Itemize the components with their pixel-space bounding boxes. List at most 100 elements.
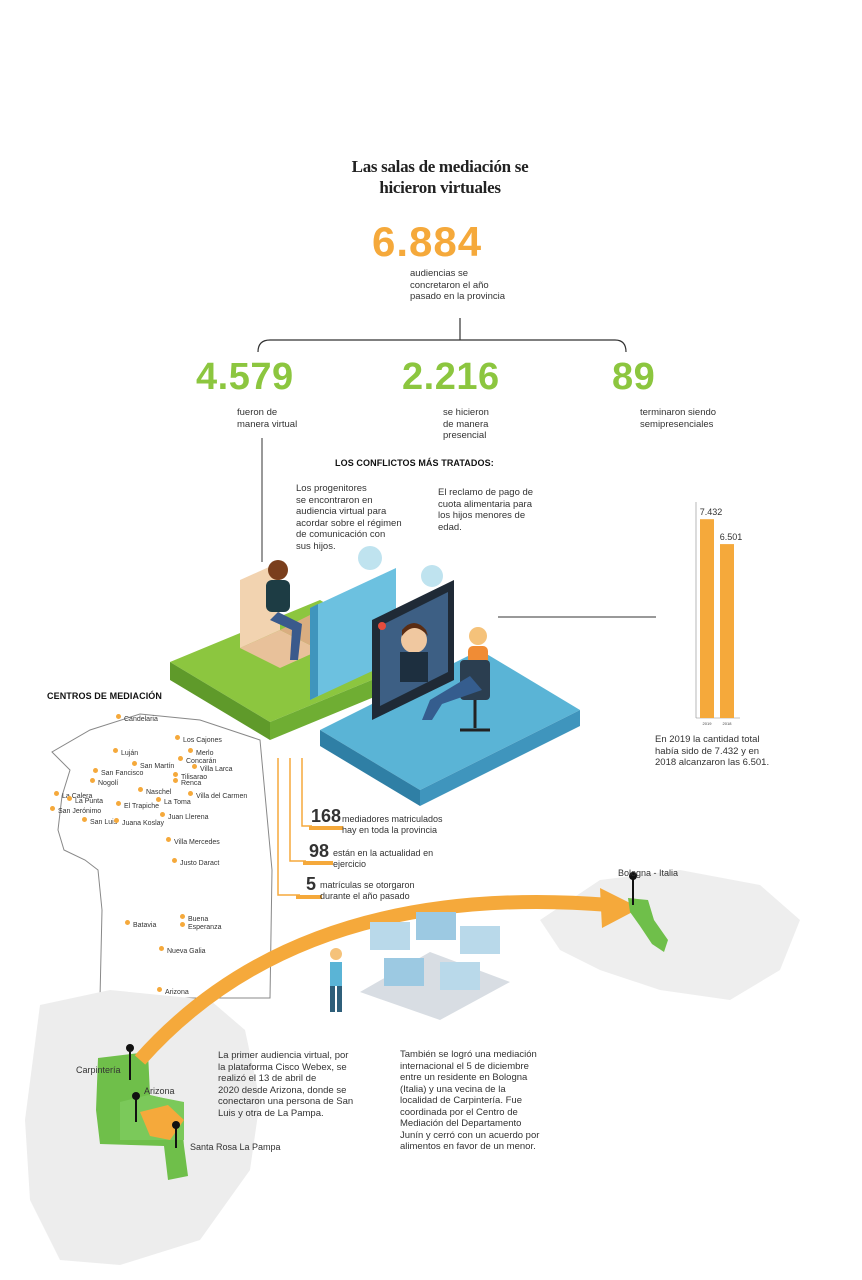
mediators-5-text: matrículas se otorgaron durante el año p…: [320, 880, 415, 901]
caption-line: presencial: [443, 430, 487, 441]
total-caption: audiencias se concretaron el año pasado …: [410, 268, 505, 303]
chart-caption-line: había sido de 7.432 y en: [655, 745, 760, 757]
map-pin-icon: [82, 817, 87, 822]
map-pin-icon: [172, 858, 177, 863]
conflict-line: de comunicación con: [296, 529, 386, 540]
place-justo-daract: Justo Daract: [180, 860, 220, 867]
santa-rosa-label: Santa Rosa La Pampa: [190, 1142, 281, 1152]
note-line: Luis y otra de La Pampa.: [218, 1107, 324, 1119]
map-pin-icon: [178, 756, 183, 761]
conflict-1-text: Los progenitores se encontraron en audie…: [296, 483, 402, 552]
conflicts-heading: LOS CONFLICTOS MÁS TRATADOS:: [335, 458, 494, 468]
note-line: 2020 desde Arizona, donde se: [218, 1084, 347, 1096]
place-esperanza: Esperanza: [188, 924, 222, 931]
note-line: entre un residente en Bologna: [400, 1072, 528, 1083]
map-pin-icon: [132, 761, 137, 766]
virtual-meeting-illustration: [170, 546, 580, 806]
place-juana-koslay: Juana Koslay: [122, 820, 165, 827]
stat-virtual-caption: fueron de manera virtual: [237, 407, 297, 430]
chart-caption: En 2019 la cantidad total había sido de …: [655, 734, 769, 769]
title-line-1: Las salas de mediación se: [351, 157, 529, 176]
note-line: internacional el 5 de diciembre: [400, 1060, 529, 1072]
mediators-168-text: mediadores matriculados hay en toda la p…: [342, 814, 443, 835]
conflict-line: cuota alimentaria para: [438, 498, 532, 510]
map-pin-icon: [114, 818, 119, 823]
map-pin-icon: [160, 812, 165, 817]
conflict-line: los hijos menores de: [438, 510, 526, 521]
total-value: 6.884: [372, 218, 483, 265]
conflict-line: acordar sobre el régimen: [296, 517, 402, 529]
map-pin-icon: [173, 772, 178, 777]
map-pin-icon: [93, 768, 98, 773]
place-villa-del-carmen: Villa del Carmen: [196, 793, 248, 800]
international-mediation-note: También se logró una mediación internaci…: [400, 1049, 539, 1153]
place-la-calera: La Calera: [62, 793, 93, 800]
strip-line: ejercicio: [333, 858, 367, 869]
place-concarán: Concarán: [186, 758, 217, 765]
map-pin-icon: [138, 787, 143, 792]
bar-value-label: 6.501: [720, 532, 742, 542]
place-los-cajones: Los Cajones: [183, 737, 222, 744]
conflict-line: sus hijos.: [296, 540, 336, 552]
carpinteria-label: Carpintería: [76, 1065, 121, 1075]
place-candelaria: Candelaria: [124, 716, 158, 723]
orange-strip: [296, 895, 322, 899]
stat-presencial-value: 2.216: [402, 356, 500, 398]
stat-virtual-value: 4.579: [196, 356, 294, 398]
province-map: [25, 713, 800, 1265]
strip-line: están en la actualidad en: [333, 848, 434, 858]
caption-line: de manera: [443, 418, 489, 430]
total-caption-line: pasado en la provincia: [410, 291, 506, 302]
map-pin-icon: [166, 837, 171, 842]
note-line: Mediación del Departamento: [400, 1118, 522, 1129]
conflict-line: Los progenitores: [296, 483, 367, 494]
map-pin-icon: [116, 714, 121, 719]
arizona-label: Arizona: [144, 1086, 175, 1096]
stat-semi-value: 89: [612, 356, 656, 398]
mediators-98-text: están en la actualidad en ejercicio: [333, 848, 433, 869]
map-pin-icon: [113, 748, 118, 753]
mediators-5-value: 5: [306, 874, 317, 894]
strip-line: mediadores matriculados: [342, 814, 443, 824]
caption-line: terminaron siendo: [640, 407, 717, 418]
note-line: alimentos en favor de un menor.: [400, 1141, 536, 1152]
note-line: realizó el 13 de abril de: [218, 1073, 317, 1084]
bar-2019: [700, 519, 714, 718]
note-line: También se logró una mediación: [400, 1049, 537, 1060]
category-label: 2019: [703, 721, 713, 726]
title-line-2: hicieron virtuales: [379, 178, 501, 197]
caption-line: fueron de: [237, 407, 278, 418]
strip-line: hay en toda la provincia: [342, 824, 438, 835]
bar-2018: [720, 544, 734, 718]
orange-strip: [303, 861, 333, 865]
caption-line: semipresenciales: [640, 418, 714, 430]
category-label: 2018: [723, 721, 733, 726]
place-tilisarao: Tilisarao: [181, 774, 208, 781]
mediators-168-value: 168: [311, 806, 342, 826]
place-arizona: Arizona: [165, 989, 189, 996]
map-pin-icon: [180, 914, 185, 919]
place-naschel: Naschel: [146, 789, 172, 796]
note-line: Junín y cerró con un acuerdo por: [400, 1129, 540, 1141]
conflict-line: edad.: [438, 521, 462, 533]
total-caption-line: audiencias se: [410, 268, 469, 279]
map-pin-icon: [188, 748, 193, 753]
bar-value-label: 7.432: [700, 507, 723, 517]
conflict-line: audiencia virtual para: [296, 506, 387, 517]
chart-caption-line: En 2019 la cantidad total: [655, 734, 760, 745]
orange-strip: [309, 826, 343, 830]
map-pin-icon: [159, 946, 164, 951]
map-pin-icon: [188, 791, 193, 796]
stat-semi-caption: terminaron siendo semipresenciales: [640, 407, 716, 430]
map-pin-icon: [175, 735, 180, 740]
caption-line: manera virtual: [237, 418, 298, 430]
map-pin-icon: [54, 791, 59, 796]
place-luján: Luján: [121, 750, 139, 757]
place-nueva-galia: Nueva Galia: [167, 948, 206, 955]
bar-chart: 7.432 2019 6.501 2018: [695, 502, 742, 726]
note-line: coordinada por el Centro de: [400, 1106, 518, 1118]
place-juan-llerena: Juan Llerena: [168, 814, 209, 821]
conflict-2-text: El reclamo de pago de cuota alimentaria …: [438, 487, 533, 533]
